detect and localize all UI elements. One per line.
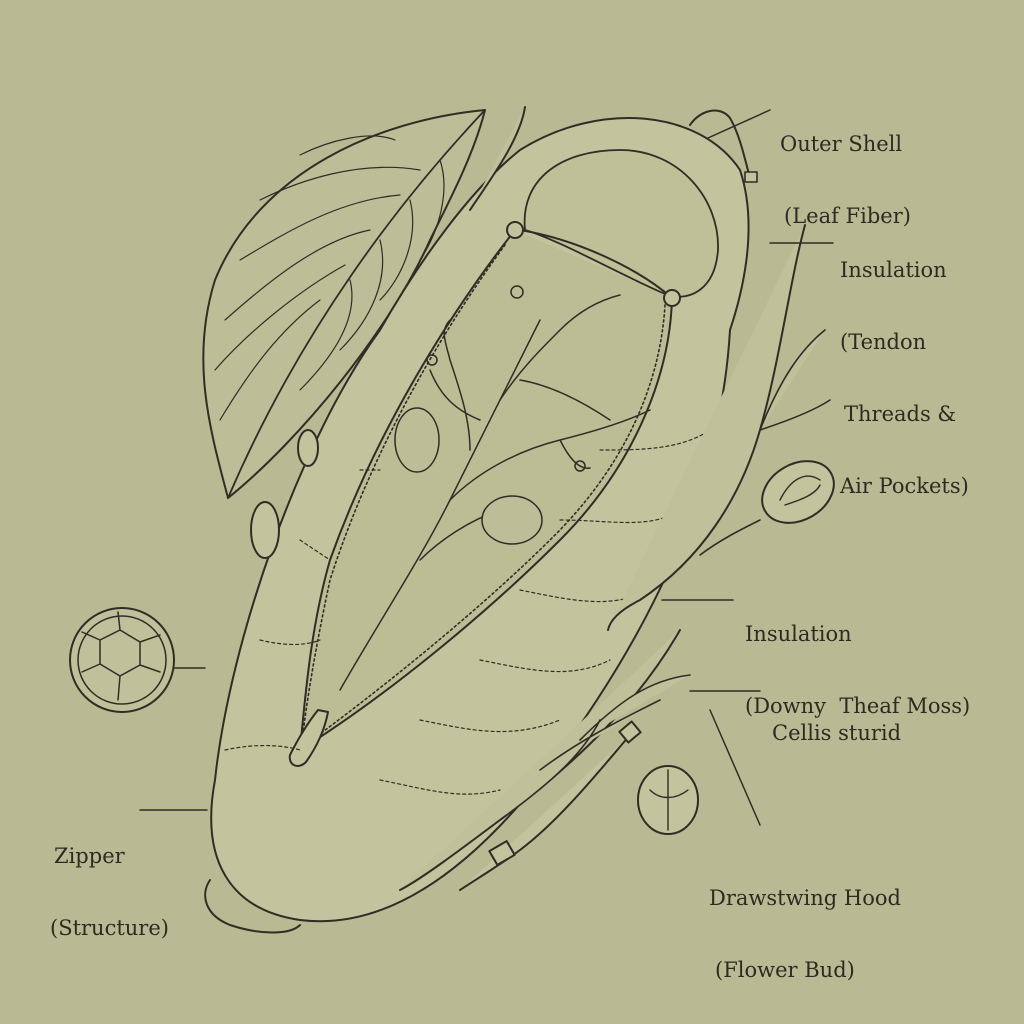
label-zipper-line2: (Structure): [50, 916, 169, 940]
label-outer-shell: Outer Shell (Leaf Fiber): [780, 84, 911, 252]
strap-buckle-icon: [459, 720, 642, 891]
label-zipper-line1: Zipper: [54, 844, 125, 868]
label-drawstring-line1: Drawstwing Hood: [709, 886, 901, 910]
leaf-icon: [202, 109, 486, 499]
label-drawstring-hood: Drawstwing Hood (Flower Bud): [709, 838, 901, 1006]
label-insulation-tendon-line4: Air Pockets): [840, 474, 969, 498]
label-outer-shell-line2: (Leaf Fiber): [784, 204, 911, 228]
leader-lines: [139, 109, 834, 826]
sleeping-bag-icon: [204, 109, 758, 934]
seed-pod-icon: [250, 429, 835, 835]
label-insulation-tendon-line3: Threads &: [844, 402, 957, 426]
label-insulation-moss-line2: (Downy Theaf Moss): [745, 694, 971, 718]
label-drawstring-line2: (Flower Bud): [715, 958, 855, 982]
twig-icon: [399, 106, 831, 891]
label-outer-shell-line1: Outer Shell: [780, 132, 903, 156]
cell-circle-icon: [69, 607, 206, 713]
label-zipper: Zipper (Structure): [50, 796, 169, 964]
label-cellis: Cellis sturid: [772, 673, 901, 769]
label-cellis-line1: Cellis sturid: [772, 721, 902, 745]
label-insulation-moss: Insulation (Downy Theaf Moss): [745, 574, 970, 742]
label-insulation-tendon: Insulation (Tendon Threads & Air Pockets…: [840, 210, 969, 522]
internal-branches-icon: [339, 285, 651, 691]
label-insulation-moss-line1: Insulation: [745, 622, 852, 646]
label-insulation-tendon-line2: (Tendon: [840, 330, 927, 354]
label-insulation-tendon-line1: Insulation: [840, 258, 947, 282]
